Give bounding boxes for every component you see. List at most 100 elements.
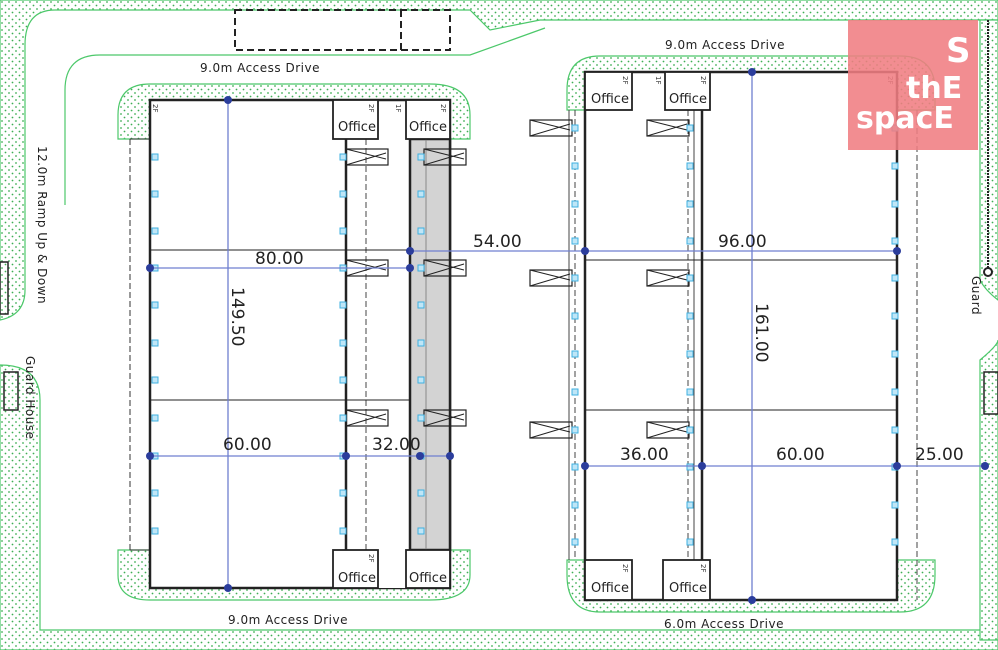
column-icon [686, 538, 694, 546]
column-icon [339, 376, 347, 384]
column-icon [686, 463, 694, 471]
dock-lines [423, 409, 465, 427]
floor-label: 2F [699, 76, 707, 84]
guard-house-box [3, 371, 19, 411]
top-right-drive-label: 9.0m Access Drive [665, 38, 785, 52]
dim-left-canopy: 32.00 [372, 435, 421, 455]
office-label: Office [338, 120, 376, 135]
column-icon [686, 124, 694, 132]
column-icon [571, 200, 579, 208]
dim-right-canopy: 36.00 [620, 445, 669, 465]
column-icon [417, 153, 425, 161]
column-icon [891, 538, 899, 546]
column-icon [686, 237, 694, 245]
column-icon [151, 339, 159, 347]
bottom-left-drive-label: 9.0m Access Drive [228, 613, 348, 627]
dock-lines [345, 148, 387, 166]
logo-letter: S [946, 31, 971, 71]
office-label: Office [409, 571, 447, 586]
logo-text-bottom: spacE [856, 101, 954, 136]
dock-lines [423, 148, 465, 166]
the-space-logo: S thE spacE [848, 20, 978, 150]
floor-label: 2F [621, 76, 629, 84]
column-icon [151, 227, 159, 235]
column-icon [571, 538, 579, 546]
column-icon [151, 190, 159, 198]
column-icon [686, 501, 694, 509]
dim-right-setback: 25.00 [915, 445, 964, 465]
floor-label: 1F [654, 76, 662, 84]
guard-box-right [983, 371, 998, 415]
office-label: Office [409, 120, 447, 135]
dim-right-depth: 161.00 [751, 303, 771, 362]
column-icon [417, 489, 425, 497]
floor-label: 2F [621, 564, 629, 572]
parking-outline [234, 9, 451, 51]
column-icon [339, 301, 347, 309]
office-labels: Office Office Office Office Office Offic… [151, 76, 894, 596]
dock-lines [529, 421, 571, 439]
dock-lines [345, 409, 387, 427]
bottom-right-drive-label: 6.0m Access Drive [664, 617, 784, 631]
ramp-label: 12.0m Ramp Up & Down [35, 146, 49, 304]
column-icon [571, 124, 579, 132]
column-icon [891, 237, 899, 245]
dock-lines [646, 119, 688, 137]
dock-lines [529, 119, 571, 137]
column-icon [571, 274, 579, 282]
dim-left-depth: 149.50 [227, 287, 247, 346]
column-icon [686, 388, 694, 396]
column-icon [339, 489, 347, 497]
column-icon [891, 426, 899, 434]
guard-label: Guard [969, 276, 983, 315]
column-icon [891, 388, 899, 396]
column-icon [417, 339, 425, 347]
dim-left-bay: 60.00 [223, 435, 272, 455]
top-left-drive-label: 9.0m Access Drive [200, 61, 320, 75]
column-icon [417, 227, 425, 235]
office-label: Office [591, 581, 629, 596]
column-icon [686, 200, 694, 208]
column-icon [571, 426, 579, 434]
dock-lines [646, 269, 688, 287]
column-icon [151, 414, 159, 422]
column-icon [571, 501, 579, 509]
right-warehouse [568, 70, 918, 602]
dim-right-bay: 60.00 [776, 445, 825, 465]
floor-label: 2F [439, 104, 447, 112]
floor-label: 2F [151, 104, 159, 112]
dim-gap: 54.00 [473, 232, 522, 252]
column-icon [417, 264, 425, 272]
left-warehouse [129, 98, 452, 590]
column-icon [891, 200, 899, 208]
column-icon [891, 501, 899, 509]
column-icon [417, 190, 425, 198]
column-icon [339, 227, 347, 235]
office-label: Office [338, 571, 376, 586]
guard-house-box-left [0, 261, 9, 315]
column-icon [339, 153, 347, 161]
column-icon [151, 527, 159, 535]
logo-text-top: thE [906, 71, 962, 106]
column-icon [686, 426, 694, 434]
column-icon [339, 190, 347, 198]
column-icon [686, 274, 694, 282]
column-icon [686, 162, 694, 170]
floor-label: 1F [394, 104, 402, 112]
floor-label: 2F [699, 564, 707, 572]
column-icon [417, 301, 425, 309]
column-icon [417, 376, 425, 384]
dimension-points [146, 68, 989, 604]
dim-right-width: 96.00 [718, 232, 767, 252]
office-label: Office [591, 92, 629, 107]
dock-leveler-icon [529, 269, 573, 287]
column-icon [686, 350, 694, 358]
column-icon [571, 350, 579, 358]
column-icon [891, 274, 899, 282]
guard-house-label: Guard House [23, 356, 37, 440]
column-icon [151, 489, 159, 497]
dock-lines [529, 269, 571, 287]
floor-label: 2F [367, 554, 375, 562]
column-icon [339, 339, 347, 347]
column-markers [151, 124, 899, 546]
